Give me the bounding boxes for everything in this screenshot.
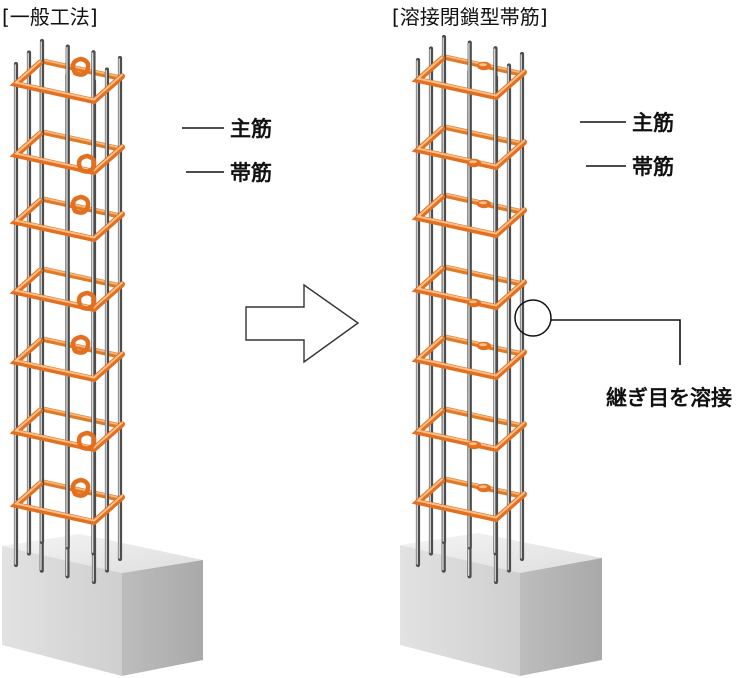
- right-footing-side: [520, 558, 602, 676]
- right-title: [溶接閉鎖型帯筋]: [392, 5, 548, 29]
- weld-label: 継ぎ目を溶接: [606, 386, 732, 410]
- right-weld-joints: [467, 61, 491, 493]
- hook-joint: [76, 290, 97, 311]
- hoop-front-segment: [411, 477, 527, 523]
- hoop-front-highlight: [13, 60, 123, 101]
- hoop-front-highlight: [415, 478, 525, 519]
- hoop-front-highlight: [13, 408, 123, 449]
- left-title: [一般工法]: [2, 5, 98, 29]
- hoop-front-segment: [411, 335, 527, 381]
- hoop-front-segment: [411, 125, 527, 171]
- hoop-front-highlight: [415, 126, 525, 167]
- left-main-label: 主筋: [230, 117, 272, 141]
- weld-joint-highlight: [479, 63, 487, 67]
- hoop-front-highlight: [13, 268, 123, 309]
- right-main-label: 主筋: [632, 111, 674, 135]
- hoop-front-highlight: [13, 338, 123, 379]
- weld-joint-highlight: [479, 485, 487, 489]
- left-footing-side: [122, 560, 203, 676]
- hoop-front-segment: [9, 480, 125, 526]
- left-column-illustration: [2, 38, 203, 676]
- right-column-illustration: [400, 34, 602, 676]
- hook-joint: [70, 334, 91, 355]
- left-concrete-footing: [2, 534, 203, 676]
- hoop-front-highlight: [415, 56, 525, 97]
- weld-callout-leader: [551, 319, 681, 365]
- left-front-hoops: [9, 59, 125, 526]
- weld-joint-highlight: [469, 300, 477, 304]
- hoop-front-highlight: [415, 408, 525, 449]
- right-hoop-label: 帯筋: [632, 155, 674, 179]
- left-main-rebars: [13, 38, 123, 585]
- hoop-front-segment: [9, 59, 125, 105]
- right-front-hoops: [411, 55, 527, 523]
- hook-joint: [76, 430, 97, 451]
- hoop-front-segment: [411, 193, 527, 239]
- hoop-front-segment: [9, 197, 125, 243]
- hoop-front-segment: [9, 267, 125, 313]
- hook-joint: [70, 477, 91, 498]
- hoop-front-highlight: [13, 481, 123, 522]
- weld-joint-highlight: [479, 201, 487, 205]
- hoop-front-segment: [9, 337, 125, 383]
- hoop-front-highlight: [13, 131, 123, 172]
- left-hoop-label: 帯筋: [230, 161, 272, 185]
- hook-joint: [70, 194, 91, 215]
- hoop-front-highlight: [415, 336, 525, 377]
- weld-joint-highlight: [479, 343, 487, 347]
- hoop-front-segment: [411, 55, 527, 101]
- hoop-front-segment: [411, 407, 527, 453]
- weld-joint-highlight: [469, 160, 477, 164]
- hoop-front-highlight: [13, 198, 123, 239]
- hoop-front-segment: [9, 130, 125, 176]
- hoop-front-highlight: [415, 266, 525, 307]
- hoop-front-segment: [411, 265, 527, 311]
- right-concrete-footing: [400, 533, 602, 676]
- weld-joint-highlight: [469, 442, 477, 446]
- left-footing-top: [2, 534, 203, 573]
- right-footing-front: [400, 545, 520, 676]
- right-footing-top: [400, 533, 602, 573]
- hoop-front-highlight: [415, 194, 525, 235]
- hook-joint: [70, 56, 91, 77]
- right-arrow-icon: [245, 283, 360, 364]
- weld-callout-circle: [514, 299, 552, 337]
- right-main-rebars: [415, 34, 525, 585]
- hook-joint: [76, 153, 97, 174]
- left-hoop-joints: [70, 56, 97, 498]
- hoop-front-segment: [9, 407, 125, 453]
